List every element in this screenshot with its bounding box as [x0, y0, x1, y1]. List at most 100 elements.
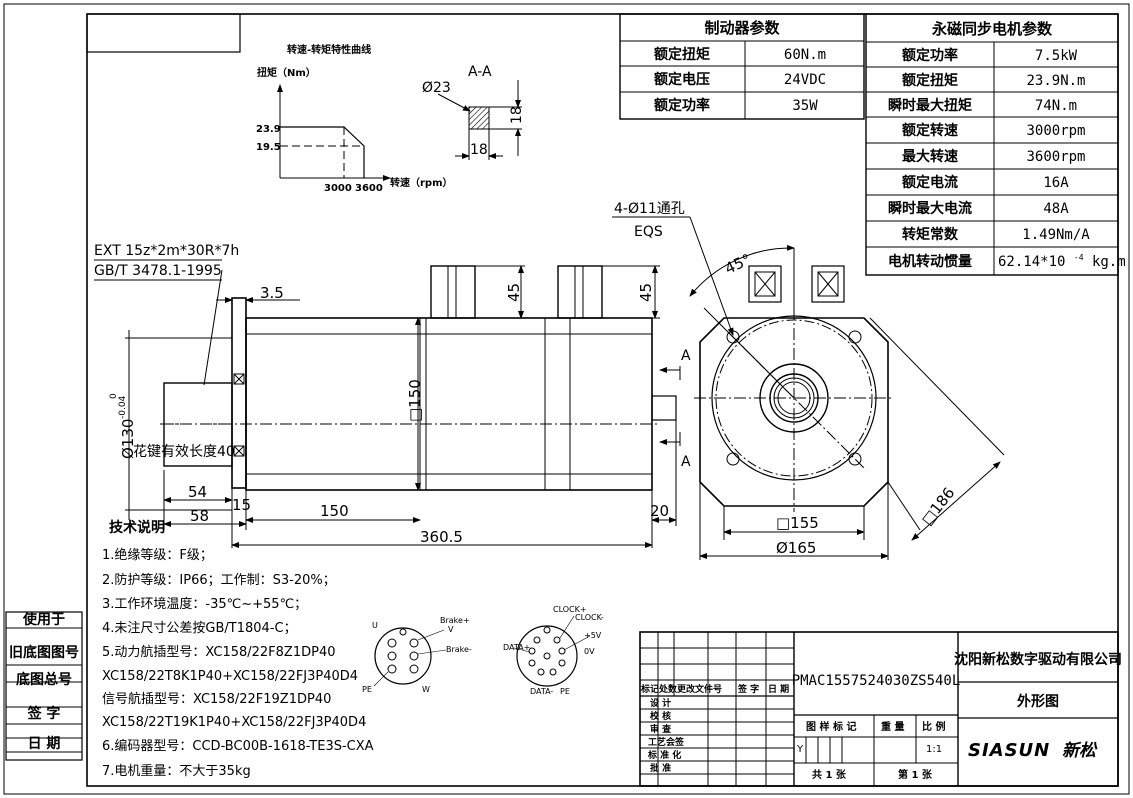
rev-col-header: 更改文件号 — [677, 683, 722, 695]
dim-186: □186 — [918, 484, 959, 529]
scale-label: 比 例 — [922, 720, 945, 733]
rev-col-header: 处数 — [658, 683, 678, 695]
note-item: 信号航插型号：XC158/22F19Z1DP40 — [102, 691, 331, 707]
stage-value: Y — [796, 744, 804, 755]
role-label: 工艺会签 — [648, 736, 685, 748]
motor-row-value: 3000rpm — [1026, 123, 1085, 139]
dim-165: Ø165 — [776, 539, 816, 557]
role-label: 批 准 — [650, 762, 671, 774]
section-width: 18 — [470, 142, 488, 158]
scale-value: 1:1 — [926, 744, 942, 755]
brake-row-name: 额定扭矩 — [654, 46, 710, 63]
front-view: 4-Ø11通孔 EQS — [612, 201, 1005, 560]
curve-xlabel: 转速（rpm） — [390, 176, 453, 189]
signal-pin-label: +5V — [584, 631, 602, 640]
left-label: 底图总号 — [16, 671, 72, 688]
logo-text: SIASUN — [968, 740, 1050, 761]
left-label-column: 使用于 旧底图图号 底图总号 签 字 日 期 — [5, 611, 83, 761]
spline-standard: GB/T 3478.1-1995 — [94, 263, 222, 279]
note-item: 4.未注尺寸公差按GB/T1804-C； — [102, 621, 297, 636]
key-section — [468, 106, 490, 130]
spline-effective-length: 花键有效长度40 — [133, 444, 235, 460]
motor-row-name: 瞬时最大电流 — [888, 200, 972, 217]
brake-row-value: 35W — [792, 98, 818, 114]
motor-row-value: 16A — [1043, 175, 1069, 191]
left-label: 使用于 — [22, 611, 65, 628]
motor-row-value: 1.49Nm/A — [1022, 227, 1090, 243]
technical-notes: 技术说明 1.绝缘等级：F级； 2.防护等级：IP66；工作制：S3-20%； … — [102, 519, 374, 779]
motor-row-name: 最大转速 — [902, 148, 958, 165]
dim-3-5: 3.5 — [260, 284, 284, 302]
dim-45-signal: 45 — [637, 283, 655, 302]
signal-pin-label: DATA+ — [503, 643, 530, 652]
signal-pin-label: DATA- — [530, 687, 553, 696]
motor-row-value: 48A — [1043, 201, 1069, 217]
motor-parameter-table: 永磁同步电机参数 额定功率 7.5kW 额定扭矩 23.9N.m 瞬时最大扭矩 … — [865, 13, 1126, 276]
section-title: A-A — [468, 64, 492, 80]
motor-row-value: 3600rpm — [1026, 149, 1085, 165]
motor-row-name: 额定转速 — [902, 122, 958, 139]
power-pin-label: U — [372, 621, 378, 630]
outer-frame — [3, 3, 1130, 795]
connector-top-signal — [811, 265, 845, 303]
top-left-box — [86, 13, 241, 53]
signal-pin-label: CLOCK+ — [553, 605, 587, 614]
curve-line — [280, 126, 365, 178]
motor-row-value: 23.9N.m — [1026, 73, 1085, 89]
dim-360-5: 360.5 — [420, 528, 463, 546]
logo-cn: 新松 — [1062, 741, 1098, 761]
role-label: 设 计 — [650, 697, 671, 709]
note-item: XC158/22T19K1P40+XC158/22FJ3P40D4 — [102, 715, 366, 730]
note-item: 6.编码器型号：CCD-BC00B-1618-TE3S-CXA — [102, 739, 374, 754]
connector-top-power — [748, 265, 782, 303]
dim-130-tol-upper: 0 — [109, 393, 119, 399]
dim-130-tol-lower: -0.04 — [118, 395, 128, 419]
inertia-unit: kg.m — [1092, 254, 1126, 270]
inertia-mantissa: 62.14*10 — [998, 254, 1065, 270]
dim-58: 58 — [190, 507, 209, 525]
curve-ylabel: 扭矩（Nm） — [257, 66, 316, 79]
dim-150-length: 150 — [320, 502, 349, 520]
note-item: XC158/22T8K1P40+XC158/22FJ3P40D4 — [102, 669, 358, 684]
brake-table-title: 制动器参数 — [704, 19, 780, 37]
rev-col-header: 标记 — [640, 683, 659, 695]
power-pin-label: W — [422, 685, 430, 694]
dim-54: 54 — [188, 483, 207, 501]
signal-pin-label: PE — [560, 687, 570, 696]
dim-45-power: 45 — [505, 283, 523, 302]
motor-row-name: 转矩常数 — [902, 226, 959, 243]
motor-row-value: 7.5kW — [1035, 48, 1078, 64]
power-connector-pinout: V Brake+ U Brake- W PE — [362, 616, 472, 694]
note-item: 2.防护等级：IP66；工作制：S3-20%； — [102, 572, 336, 588]
motor-body — [245, 317, 653, 491]
rev-col-header: 签 字 — [737, 683, 759, 695]
power-pin-label: Brake- — [446, 645, 472, 654]
company-name: 沈阳新松数字驱动有限公司 — [954, 651, 1122, 668]
curve-y2: 19.5 — [256, 142, 281, 153]
motor-row-value: 74N.m — [1035, 98, 1077, 114]
drawing-name: 外形图 — [1017, 693, 1059, 710]
motor-row-name: 瞬时最大扭矩 — [888, 97, 972, 114]
motor-row-name: 额定电流 — [902, 174, 958, 191]
dim-150-square: □150 — [406, 379, 424, 422]
role-label: 标 准 化 — [647, 749, 681, 761]
siasun-logo: SIASUN 新松 — [968, 740, 1098, 761]
role-label: 审 査 — [650, 723, 672, 735]
signal-pin-label: 0V — [584, 647, 595, 656]
power-pin-label: V — [448, 625, 454, 634]
inertia-exponent: -4 — [1074, 253, 1084, 262]
dim-20: 20 — [650, 502, 669, 520]
notes-title: 技术说明 — [109, 519, 165, 536]
power-pin-label: PE — [362, 685, 372, 694]
section-height: 18 — [509, 106, 525, 124]
speed-torque-curve: 转速-转矩特性曲线 扭矩（Nm） 23.9 19.5 3000 3600 转速（… — [256, 43, 453, 194]
signal-connector-pinout: CLOCK+ CLOCK- DATA+ DATA- +5V 0V PE — [503, 605, 604, 696]
role-label: 校 核 — [650, 710, 671, 722]
motor-row-name: 额定功率 — [902, 47, 958, 64]
holes-note: 4-Ø11通孔 — [614, 201, 685, 217]
power-pin-label: Brake+ — [440, 616, 470, 625]
model-number: PMAC1557524030ZS540L — [792, 673, 961, 689]
brake-row-value: 24VDC — [784, 72, 826, 88]
note-item: 1.绝缘等级：F级； — [102, 547, 213, 563]
